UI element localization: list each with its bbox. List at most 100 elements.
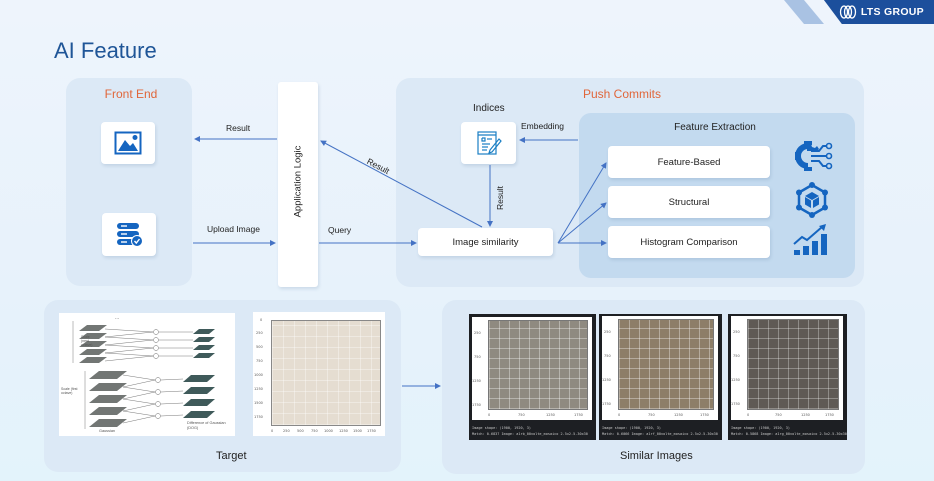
similar-mosaic-image xyxy=(488,320,588,410)
edge-label-embedding: Embedding xyxy=(521,121,565,131)
gaussian-pyramid-illustration xyxy=(72,321,215,429)
tick: 1750 xyxy=(472,403,481,407)
ai-gear-circuit-icon xyxy=(795,141,833,171)
image-icon xyxy=(114,131,142,155)
method-label: Feature-Based xyxy=(657,156,721,168)
tick: 1750 xyxy=(602,402,611,406)
tick: 1750 xyxy=(254,415,263,419)
sift-label-gaussian: Gaussian xyxy=(99,429,116,433)
target-image-plot[interactable]: 0 250 500 750 1000 1250 1500 1750 0 250 … xyxy=(253,312,385,436)
tick: 1750 xyxy=(574,413,583,417)
tick: 1750 xyxy=(825,413,834,417)
tick: 0 xyxy=(747,413,750,417)
image-shape-text: Image shape: (1900, 1920, 3) xyxy=(731,426,791,430)
tick: 1250 xyxy=(602,378,611,382)
edge-label-result-vertical: Result xyxy=(495,185,505,211)
tick: 500 xyxy=(256,345,263,349)
sift-pyramid-diagram: ... Scale (next octave) Scale (first oct… xyxy=(59,313,235,436)
tick: 500 xyxy=(297,429,304,433)
edge-label-upload-image: Upload Image xyxy=(207,224,260,234)
sift-label-next-octave: Scale (next octave) xyxy=(81,335,93,348)
tick: 250 xyxy=(733,330,740,334)
sift-label-dog: Difference of Gaussian (DOG) xyxy=(187,421,226,430)
tick: 1500 xyxy=(254,401,263,405)
tick: 750 xyxy=(648,413,655,417)
tick: 750 xyxy=(775,413,782,417)
tick: 1250 xyxy=(254,387,263,391)
target-caption: Target xyxy=(216,450,247,462)
tick: 1500 xyxy=(353,429,362,433)
tick: 250 xyxy=(256,331,263,335)
edge-label-query: Query xyxy=(328,225,352,235)
tick: 0 xyxy=(271,429,274,433)
tick: 1750 xyxy=(700,413,709,417)
similar-mosaic-image xyxy=(747,319,839,410)
feature-extraction-title: Feature Extraction xyxy=(674,122,756,133)
tick: 750 xyxy=(311,429,318,433)
brand-banner xyxy=(823,0,934,24)
tick: 1250 xyxy=(801,413,810,417)
method-label: Structural xyxy=(668,196,710,208)
growth-chart-icon xyxy=(793,224,827,255)
tick: 1250 xyxy=(339,429,348,433)
tick: 750 xyxy=(733,354,740,358)
image-similarity-label: Image similarity xyxy=(452,236,519,248)
image-similarity-box[interactable]: Image similarity xyxy=(418,228,553,256)
tick: 750 xyxy=(256,359,263,363)
edge-label-result: Result xyxy=(226,123,251,133)
method-feature-based[interactable]: Feature-Based xyxy=(608,146,770,178)
similar-result-3[interactable]: 250 750 1250 1750 0 750 1250 1750 Image … xyxy=(728,314,847,440)
tick: 250 xyxy=(604,330,611,334)
sift-label-first-octave: Scale (first octave) xyxy=(61,387,78,396)
push-commits-title: Push Commits xyxy=(582,87,662,101)
plot-frame: 250 750 1250 1750 0 750 1250 1750 xyxy=(602,316,718,420)
image-shape-text: Image shape: (1900, 1920, 3) xyxy=(472,426,532,430)
brand-name: LTS GROUP xyxy=(860,6,924,18)
tick: 750 xyxy=(518,413,525,417)
lts-logo-icon xyxy=(839,5,856,19)
tick: 0 xyxy=(618,413,621,417)
tick: 1000 xyxy=(324,429,333,433)
target-mosaic-image xyxy=(271,320,381,426)
tick: 0 xyxy=(260,318,263,322)
tick: 250 xyxy=(283,429,290,433)
indices-card[interactable] xyxy=(461,122,516,164)
plot-frame: 250 750 1250 1750 0 750 1250 1750 xyxy=(472,317,592,420)
tick: 250 xyxy=(474,331,481,335)
tick: 750 xyxy=(474,355,481,359)
brand-logo: LTS GROUP xyxy=(839,3,924,21)
image-shape-text: Image shape: (1900, 1920, 3) xyxy=(602,426,662,430)
document-edit-icon xyxy=(476,131,502,155)
similar-mosaic-image xyxy=(618,319,714,410)
tick: 1250 xyxy=(731,378,740,382)
application-logic-label: Application Logic xyxy=(292,145,304,218)
page-title: AI Feature xyxy=(54,38,157,63)
tick: 1000 xyxy=(254,373,263,377)
similar-images-caption: Similar Images xyxy=(620,450,693,462)
match-text: Match: 0.6066 Image: a1rf_00volte_mosaic… xyxy=(602,432,718,436)
cube-network-icon xyxy=(796,182,828,218)
match-text: Match: 0.5868 Image: a1rg_00volte_mosaic… xyxy=(731,432,847,436)
method-structural[interactable]: Structural xyxy=(608,186,770,218)
method-histogram-comparison[interactable]: Histogram Comparison xyxy=(608,226,770,258)
indices-label: Indices xyxy=(473,103,505,114)
tick: 1250 xyxy=(472,379,481,383)
tick: 1750 xyxy=(731,402,740,406)
application-logic-box[interactable] xyxy=(278,82,318,287)
similar-result-2[interactable]: 250 750 1250 1750 0 750 1250 1750 Image … xyxy=(599,314,722,440)
front-end-title: Front End xyxy=(104,87,158,101)
database-check-icon xyxy=(117,222,143,247)
similar-result-1[interactable]: 250 750 1250 1750 0 750 1250 1750 Image … xyxy=(469,314,596,440)
database-card[interactable] xyxy=(102,213,156,256)
tick: 0 xyxy=(488,413,491,417)
brand-banner-accent xyxy=(784,0,824,24)
edge-label-result-diagonal: Result xyxy=(365,156,392,177)
tick: 1250 xyxy=(674,413,683,417)
match-text: Match: 0.6837 Image: a1rb_00volte_mosaic… xyxy=(472,432,588,436)
image-card[interactable] xyxy=(101,122,155,164)
method-label: Histogram Comparison xyxy=(640,236,738,248)
tick: 750 xyxy=(604,354,611,358)
sift-dots: ... xyxy=(115,315,120,321)
tick: 1750 xyxy=(367,429,376,433)
plot-frame: 250 750 1250 1750 0 750 1250 1750 xyxy=(731,316,843,420)
